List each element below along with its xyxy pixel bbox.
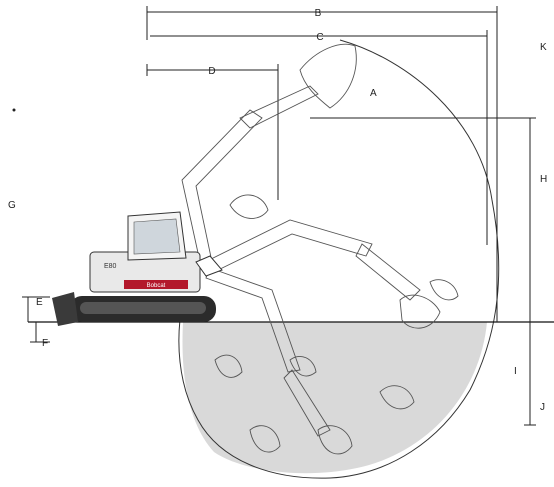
dimension-a-label: A xyxy=(370,88,377,99)
excavator-dozer-blade xyxy=(52,292,78,326)
dimension-g-label: G xyxy=(8,200,16,211)
dimension-k-label: K xyxy=(540,42,547,53)
dimension-j-label: J xyxy=(540,402,545,413)
excavator: Bobcat E80 xyxy=(52,211,223,326)
excavator-boom xyxy=(195,255,223,277)
dimension-e-label: E xyxy=(36,297,43,308)
excavator-track-inner xyxy=(80,302,206,314)
reach-envelope xyxy=(178,39,500,479)
dimension-h-label: H xyxy=(540,174,547,185)
dimension-b-label: B xyxy=(315,8,322,19)
dimension-g-marker xyxy=(12,108,16,112)
dimension-d-label: D xyxy=(208,66,215,77)
dimension-i-label: I xyxy=(514,366,517,377)
dimension-c-label: C xyxy=(316,32,323,43)
arm-position-deep-dig xyxy=(205,267,415,455)
arm-position-max-reach xyxy=(204,219,459,329)
excavator-brand-text: Bobcat xyxy=(147,283,166,289)
excavator-model-text: E80 xyxy=(104,263,117,270)
excavator-body-stripe xyxy=(124,280,188,289)
excavator-cab-window xyxy=(133,218,181,255)
below-ground-envelope-fill xyxy=(182,322,487,474)
dimension-f-label: F xyxy=(42,338,48,349)
